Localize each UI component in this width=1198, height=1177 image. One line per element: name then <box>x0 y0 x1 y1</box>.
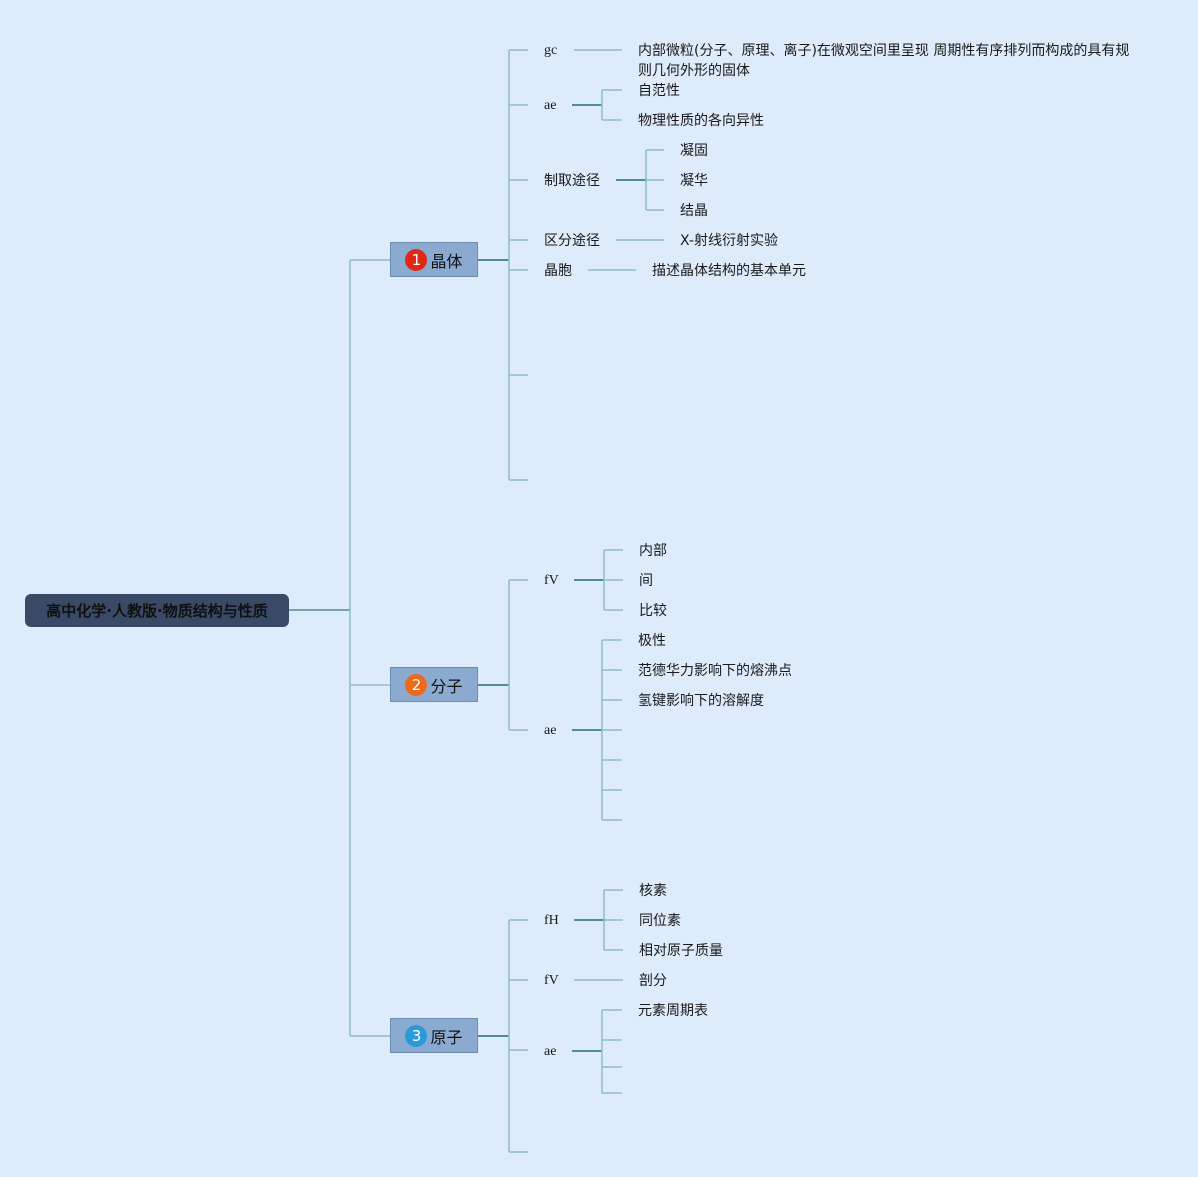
root-title: 高中化学·人教版·物质结构与性质 <box>46 602 268 620</box>
leaf-item[interactable]: 凝固 <box>680 143 708 159</box>
leaf-item[interactable]: 自范性 <box>638 83 680 99</box>
topic-fh[interactable]: fH <box>544 913 559 928</box>
number-badge-1-icon: 1 <box>405 248 428 271</box>
topic-fv[interactable]: fV <box>544 973 559 988</box>
leaf-item[interactable]: 同位素 <box>639 913 681 929</box>
branch-molecule[interactable]: 2 分子 <box>390 667 478 702</box>
number-badge-3-icon: 3 <box>405 1024 428 1047</box>
leaf-item[interactable]: 比较 <box>639 603 667 619</box>
leaf-item[interactable]: X-射线衍射实验 <box>680 233 778 249</box>
topic-distinguish[interactable]: 区分途径 <box>544 233 600 249</box>
branch-label: 原子 <box>430 1027 463 1047</box>
topic-definition[interactable]: 内部微粒(分子、原理、离子)在微观空间里呈现 周期性有序排列而构成的具有规则几何… <box>638 43 1130 79</box>
leaf-item[interactable]: 描述晶体结构的基本单元 <box>652 263 806 279</box>
topic-ae[interactable]: ae <box>544 98 557 113</box>
leaf-item[interactable]: 氢键影响下的溶解度 <box>638 693 764 709</box>
topic-ae[interactable]: ae <box>544 1044 557 1059</box>
branch-atom[interactable]: 3 原子 <box>390 1018 478 1053</box>
topic-preparation[interactable]: 制取途径 <box>544 173 600 189</box>
topic-fv[interactable]: fV <box>544 573 559 588</box>
leaf-item[interactable]: 范德华力影响下的熔沸点 <box>638 663 792 679</box>
branch-crystal[interactable]: 1 晶体 <box>390 242 478 277</box>
leaf-item[interactable]: 剖分 <box>639 973 667 989</box>
number-badge-2-icon: 2 <box>405 673 428 696</box>
leaf-item[interactable]: 结晶 <box>680 203 708 219</box>
root-node[interactable]: 高中化学·人教版·物质结构与性质 <box>25 594 289 627</box>
leaf-item[interactable]: 凝华 <box>680 173 708 189</box>
topic-unit-cell[interactable]: 晶胞 <box>544 263 572 279</box>
leaf-item[interactable]: 相对原子质量 <box>639 943 723 959</box>
leaf-item[interactable]: 核素 <box>639 883 667 899</box>
leaf-item[interactable]: 极性 <box>638 633 666 649</box>
branch-label: 分子 <box>430 676 463 696</box>
branch-label: 晶体 <box>430 251 463 271</box>
topic-gc[interactable]: gc <box>544 43 558 58</box>
leaf-item[interactable]: 物理性质的各向异性 <box>638 113 764 129</box>
topic-ae[interactable]: ae <box>544 723 557 738</box>
leaf-item[interactable]: 内部 <box>639 543 667 559</box>
leaf-item[interactable]: 间 <box>639 573 653 589</box>
leaf-item[interactable]: 元素周期表 <box>638 1003 708 1019</box>
